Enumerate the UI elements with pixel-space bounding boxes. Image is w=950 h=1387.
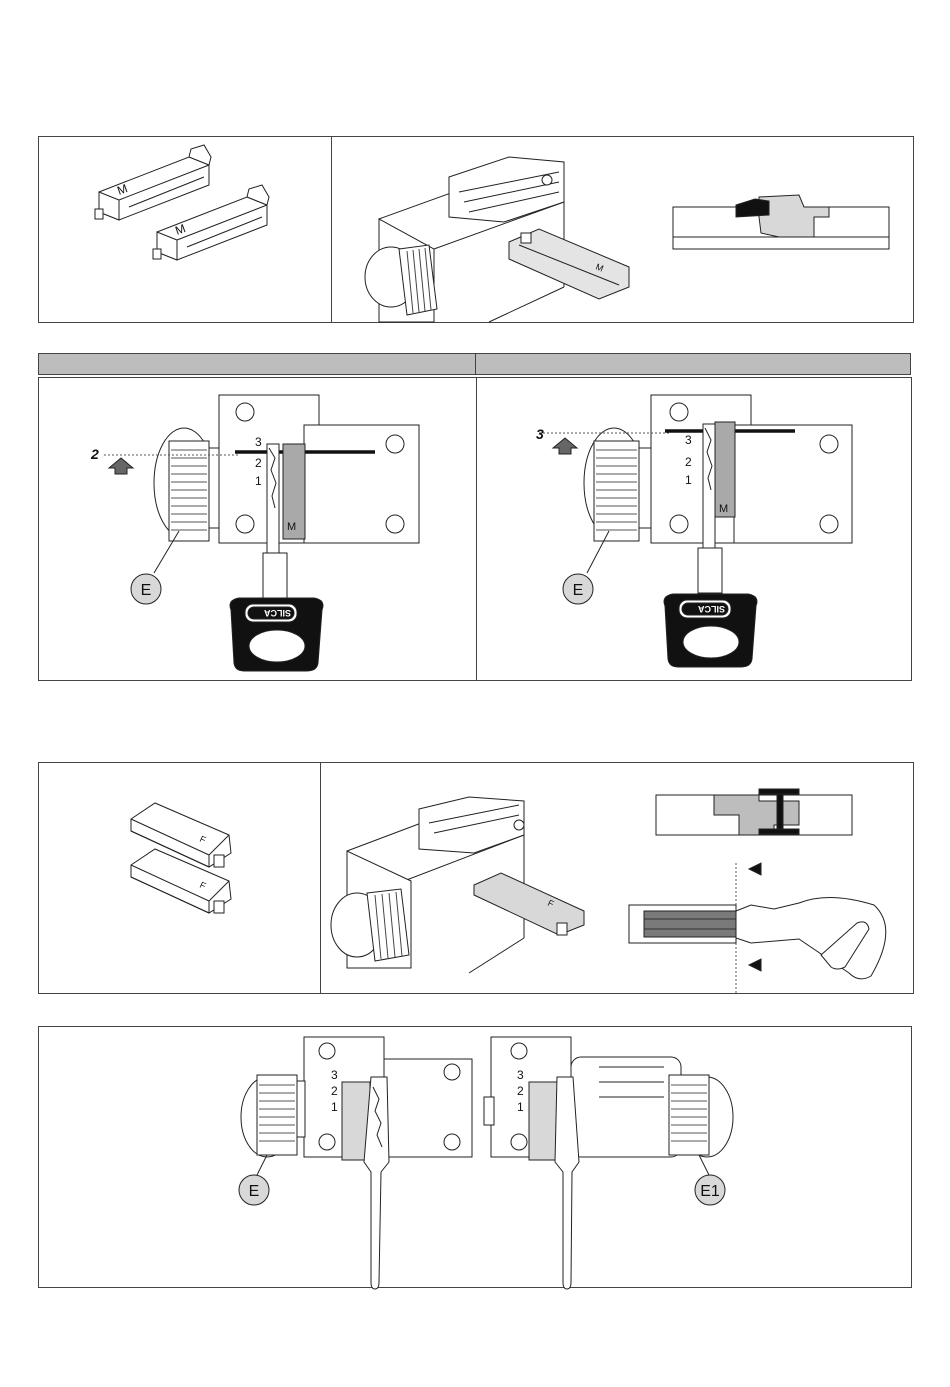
knob-label: E xyxy=(573,582,584,599)
step-label: 1 xyxy=(685,473,692,487)
step-label: 2 xyxy=(685,455,692,469)
f-inserts-illustration: F F F xyxy=(39,763,915,995)
f-insert-grey xyxy=(529,1082,557,1160)
m-insert-piece xyxy=(95,145,211,220)
panel-m-key-positions: 2 3 2 1 M SILCA E xyxy=(38,377,912,681)
panel-f-inserts: F F F xyxy=(38,762,914,994)
knurled-knob xyxy=(365,245,437,315)
step-label: 3 xyxy=(331,1068,338,1082)
m-insert-in-clamp xyxy=(509,229,629,299)
key-in-f-insert xyxy=(629,863,886,993)
m-insert-cross-section xyxy=(673,195,889,249)
step-label: 1 xyxy=(517,1100,524,1114)
up-arrow-icon xyxy=(553,438,577,454)
arrow-number: 3 xyxy=(536,426,544,442)
m-inserts-illustration: M M xyxy=(39,137,915,324)
panel-f-key-positions: 3 2 1 E 3 2 1 xyxy=(38,1026,912,1288)
leader-line xyxy=(154,531,179,573)
step-label: 3 xyxy=(517,1068,524,1082)
key-blade-right xyxy=(555,1077,579,1289)
insert-label: M xyxy=(287,521,296,533)
header-bar-left xyxy=(38,353,476,375)
insert-label: M xyxy=(719,503,728,515)
up-arrow-icon xyxy=(109,458,133,474)
knurled-knob xyxy=(331,889,409,961)
key-brand-label: SILCA xyxy=(263,608,291,618)
step-label: 1 xyxy=(331,1100,338,1114)
step-label: 2 xyxy=(517,1084,524,1098)
m-key-positions-illustration: 2 3 2 1 M SILCA E xyxy=(39,378,913,682)
f-insert-in-clamp xyxy=(474,873,584,935)
step-label: 3 xyxy=(255,435,262,449)
step-label: 3 xyxy=(685,433,692,447)
step-label: 2 xyxy=(331,1084,338,1098)
step-label: 2 xyxy=(255,456,262,470)
key-brand-label: SILCA xyxy=(697,604,725,614)
header-bar-right xyxy=(475,353,911,375)
f-key-positions-illustration: 3 2 1 E 3 2 1 xyxy=(39,1027,913,1289)
leader-line xyxy=(699,1155,709,1175)
f-insert-cross-section xyxy=(656,789,852,835)
step-label: 1 xyxy=(255,474,262,488)
leader-line xyxy=(257,1155,267,1175)
knob-label: E xyxy=(249,1183,260,1200)
knob-label: E1 xyxy=(700,1183,720,1200)
panel-m-inserts: M M xyxy=(38,136,914,323)
arrow-number: 2 xyxy=(90,446,99,462)
knob-label: E xyxy=(141,582,152,599)
